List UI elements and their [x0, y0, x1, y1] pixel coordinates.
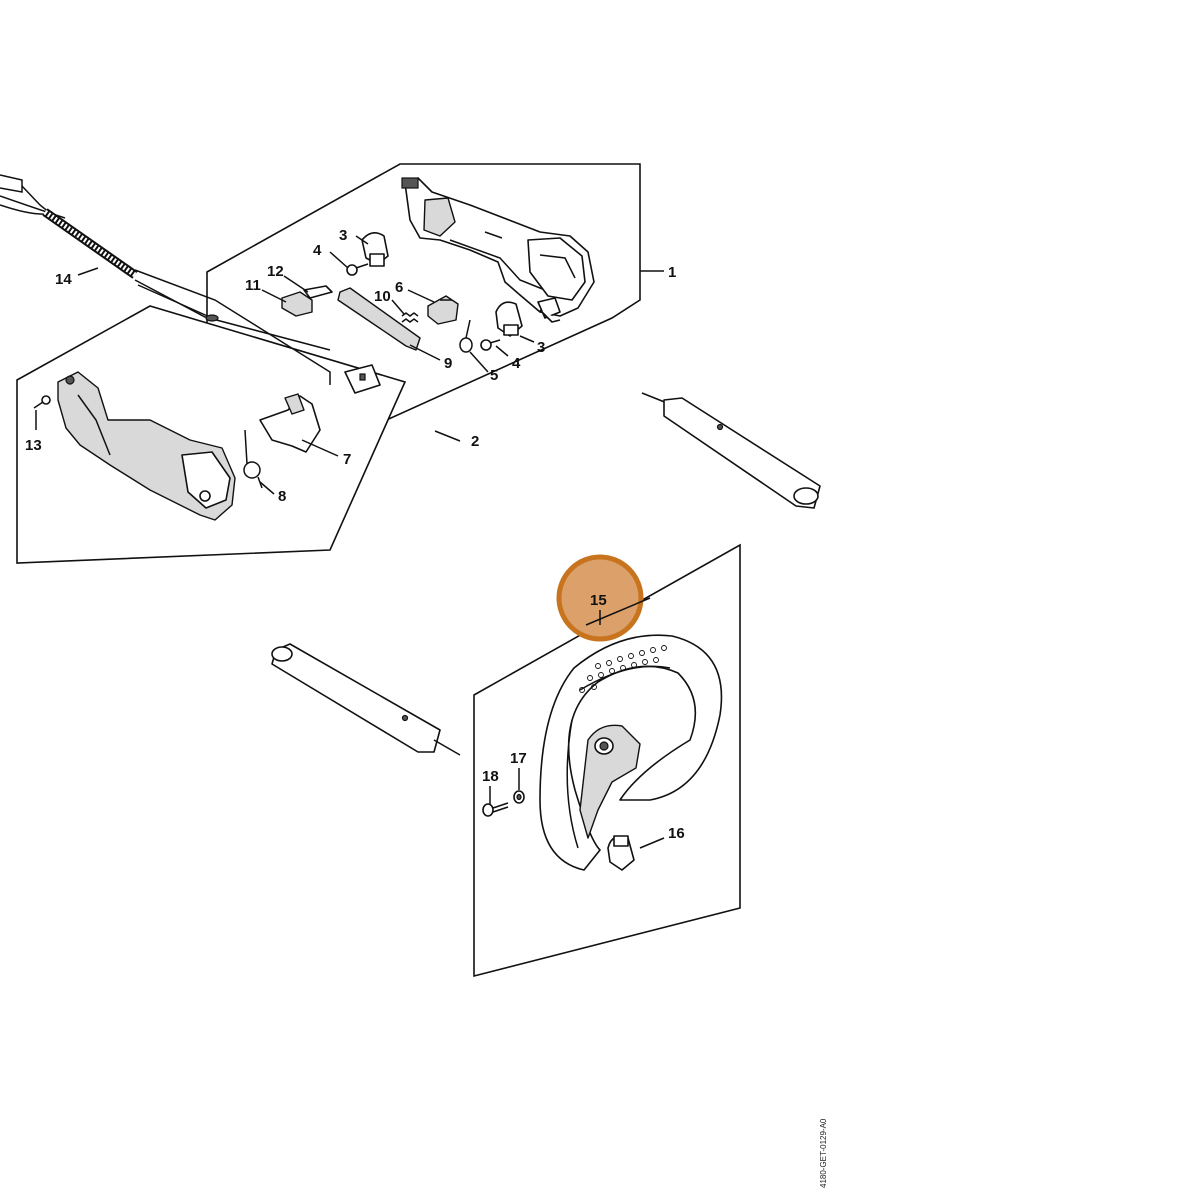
screw-upper [346, 263, 369, 276]
rear-handle [57, 371, 236, 521]
label-10: 10 [374, 288, 391, 305]
spring-5 [459, 319, 473, 353]
shaft-tube-lower [271, 643, 461, 756]
part-12 [303, 285, 333, 299]
throttle-cable [0, 174, 381, 394]
grip-dots [579, 645, 667, 693]
clamp-upper [361, 232, 389, 267]
handle-housing [401, 177, 595, 323]
label-4-upper: 4 [313, 242, 322, 259]
label-18: 18 [482, 768, 499, 785]
label-4-lower: 4 [512, 355, 521, 372]
callout-labels: 1 2 3 3 4 4 5 6 7 8 9 10 11 12 13 14 15 … [25, 227, 685, 842]
lower-frame [16, 305, 407, 564]
label-9: 9 [444, 355, 452, 372]
label-17: 17 [510, 750, 527, 767]
label-16: 16 [668, 825, 685, 842]
label-13: 13 [25, 437, 42, 454]
loop-handle [539, 634, 723, 871]
label-15: 15 [590, 592, 607, 609]
label-1: 1 [668, 264, 676, 281]
washer-17 [513, 790, 525, 804]
label-7: 7 [343, 451, 351, 468]
label-11: 11 [245, 277, 261, 294]
label-14: 14 [55, 271, 72, 288]
part-11 [281, 291, 313, 317]
clamp-lower [495, 301, 523, 337]
screw-13 [33, 395, 51, 409]
leader-lines [35, 235, 665, 849]
shaft-tube-upper [641, 392, 821, 509]
label-8: 8 [278, 488, 286, 505]
lever-9 [337, 287, 421, 351]
throttle-trigger-7 [259, 393, 321, 453]
clamp-16 [607, 835, 635, 871]
label-3-lower: 3 [537, 339, 545, 356]
label-3-upper: 3 [339, 227, 347, 244]
label-5: 5 [490, 367, 498, 384]
document-id: 4180-GET-0129-A0 [819, 1118, 828, 1188]
switch-6 [427, 295, 459, 325]
label-6: 6 [395, 279, 403, 296]
highlight-circle [556, 554, 644, 642]
screw-lower [480, 339, 501, 351]
label-2: 2 [471, 433, 479, 450]
screw-18 [482, 802, 509, 817]
label-12: 12 [267, 263, 284, 280]
spring-10 [401, 312, 419, 323]
